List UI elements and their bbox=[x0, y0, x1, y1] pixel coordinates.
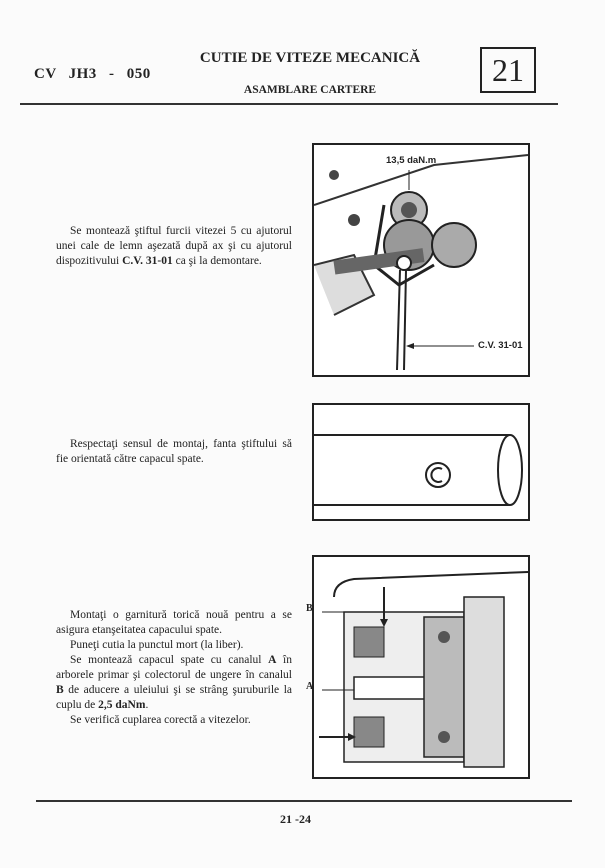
tool-label: C.V. 31-01 bbox=[478, 340, 523, 351]
figure-rear-cover: B A bbox=[306, 555, 530, 779]
header-divider bbox=[20, 103, 558, 105]
figure-pin-orientation bbox=[312, 403, 530, 521]
rear-cover-section-illustration bbox=[319, 571, 529, 768]
page-title: CUTIE DE VITEZE MECANICĂ bbox=[199, 50, 421, 66]
instruction-text-1: Se montează ştiftul furcii vitezei 5 cu … bbox=[56, 225, 292, 267]
page-subtitle: ASAMBLARE CARTERE bbox=[243, 84, 377, 96]
torque-label: 13,5 daN.m bbox=[386, 155, 437, 166]
label-a: A bbox=[306, 681, 314, 692]
footer-divider bbox=[36, 800, 572, 802]
gearbox-illustration bbox=[313, 145, 529, 375]
figure-pin-install: 13,5 daN.m C.V. 31-01 bbox=[312, 143, 530, 377]
page-number: 21 -24 bbox=[280, 812, 311, 826]
shaft-illustration bbox=[314, 434, 523, 506]
chapter-number: 21 bbox=[480, 47, 536, 93]
model-code: CV JH3 - 050 bbox=[34, 66, 151, 82]
label-b: B bbox=[306, 603, 313, 614]
instruction-text-3: Montaţi o garnitură torică nouă pentru a… bbox=[56, 609, 292, 726]
instruction-text-2: Respectaţi sensul de montaj, fanta ştift… bbox=[56, 438, 292, 465]
